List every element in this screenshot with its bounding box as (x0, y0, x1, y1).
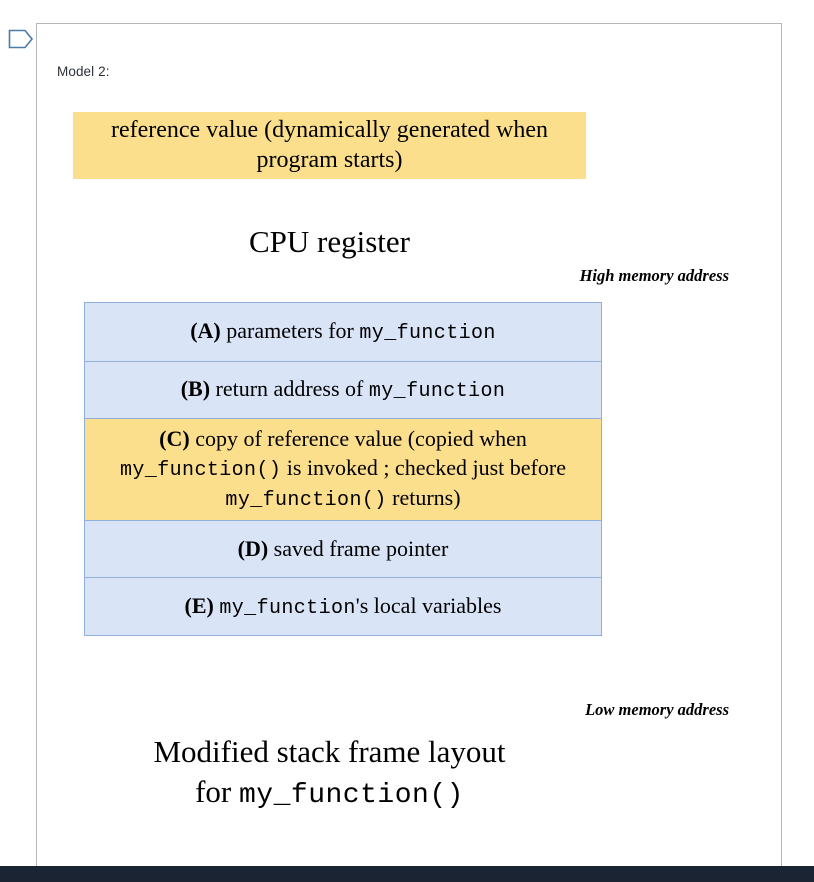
model-label: Model 2: (57, 64, 110, 79)
reference-value-line1: reference value (dynamically generated w… (110, 117, 549, 144)
caption-line-2: for my_function() (73, 772, 586, 814)
row-c-desc-3: returns) (386, 484, 461, 510)
stack-row-a-text: (A) parameters for my_function (190, 317, 496, 347)
row-d-desc: saved frame pointer (268, 535, 449, 561)
row-c-desc-1: copy of reference value (copied when (189, 426, 527, 452)
page-sheet: Model 2: reference value (dynamically ge… (36, 23, 782, 866)
reference-value-box: reference value (dynamically generated w… (73, 112, 586, 179)
row-c-code-2: my_function() (225, 488, 387, 512)
stack-row-d: (D) saved frame pointer (84, 520, 602, 578)
stack-row-c-text: (C) copy of reference value (copied when… (93, 425, 593, 514)
reference-value-line2: program starts) (256, 146, 403, 173)
stack-row-c: (C) copy of reference value (copied when… (84, 418, 602, 521)
row-e-code: my_function (219, 596, 356, 620)
bottom-app-bar (0, 866, 814, 882)
row-c-code-1: my_function() (120, 458, 282, 482)
low-memory-address-label: Low memory address (585, 700, 729, 719)
stack-row-e: (E) my_function's local variables (84, 577, 602, 636)
stack-row-d-text: (D) saved frame pointer (238, 535, 449, 564)
reference-value-text: reference value (dynamically generated w… (83, 116, 576, 175)
stack-row-e-text: (E) my_function's local variables (185, 592, 502, 622)
high-memory-address-label: High memory address (579, 266, 729, 285)
stack-frame-diagram: (A) parameters for my_function (B) retur… (84, 302, 602, 636)
row-c-desc-2: is invoked ; checked just before (281, 454, 566, 480)
row-e-tag: (E) (184, 592, 214, 618)
row-e-desc: 's local variables (355, 592, 502, 618)
cpu-register-caption: CPU register (248, 224, 410, 259)
stack-frame-caption: Modified stack frame layout for my_funct… (73, 732, 586, 814)
row-d-tag: (D) (237, 535, 269, 561)
stack-row-b: (B) return address of my_function (84, 361, 602, 419)
row-b-code: my_function (368, 380, 506, 403)
row-a-desc: parameters for (220, 318, 360, 343)
caption-line-2-code: my_function() (238, 779, 464, 811)
row-a-code: my_function (359, 322, 496, 345)
stack-row-a: (A) parameters for my_function (84, 302, 602, 362)
row-b-desc: return address of (210, 376, 369, 401)
caption-line-2-prefix: for (195, 773, 239, 809)
row-a-tag: (A) (190, 318, 221, 343)
row-b-tag: (B) (180, 376, 211, 401)
row-c-tag: (C) (159, 426, 190, 452)
tag-pentagon-icon[interactable] (8, 29, 34, 49)
caption-line-1: Modified stack frame layout (153, 734, 506, 769)
stack-row-b-text: (B) return address of my_function (181, 375, 506, 405)
